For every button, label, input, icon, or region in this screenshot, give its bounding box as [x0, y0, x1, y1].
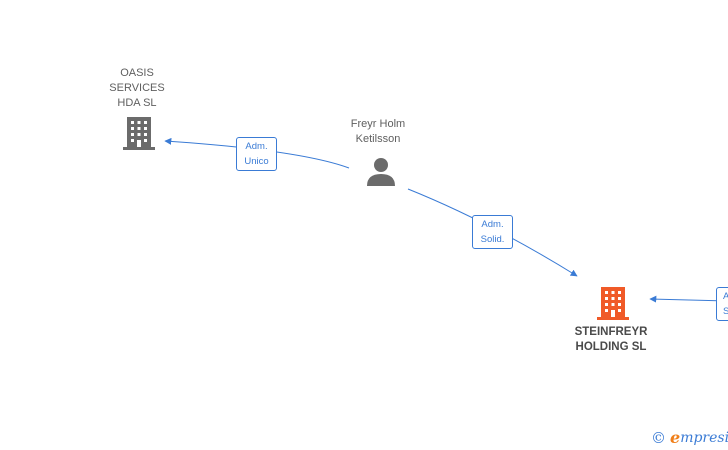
building-icon[interactable]: [597, 285, 629, 321]
edge-label-adm-unico[interactable]: Adm. Unico: [236, 137, 277, 171]
empresia-logo: © e mpresia: [651, 428, 728, 447]
brand-name: mpresia: [680, 429, 728, 446]
brand-initial: e: [670, 428, 681, 447]
node-label-freyr[interactable]: Freyr Holm Ketilsson: [350, 118, 406, 145]
person-icon[interactable]: [366, 157, 396, 187]
edge-label-adm-solid[interactable]: Adm. Solid.: [472, 215, 513, 249]
building-icon[interactable]: [123, 115, 155, 151]
edge-label-partial[interactable]: A S: [716, 287, 728, 321]
edge-adm-unico: [164, 137, 350, 169]
copyright-icon: ©: [651, 428, 666, 447]
edge-partial: [649, 295, 728, 303]
node-label-steinfreyr[interactable]: STEINFREYR HOLDING SL: [574, 326, 648, 353]
node-label-oasis[interactable]: OASIS SERVICES HDA SL: [109, 67, 165, 109]
